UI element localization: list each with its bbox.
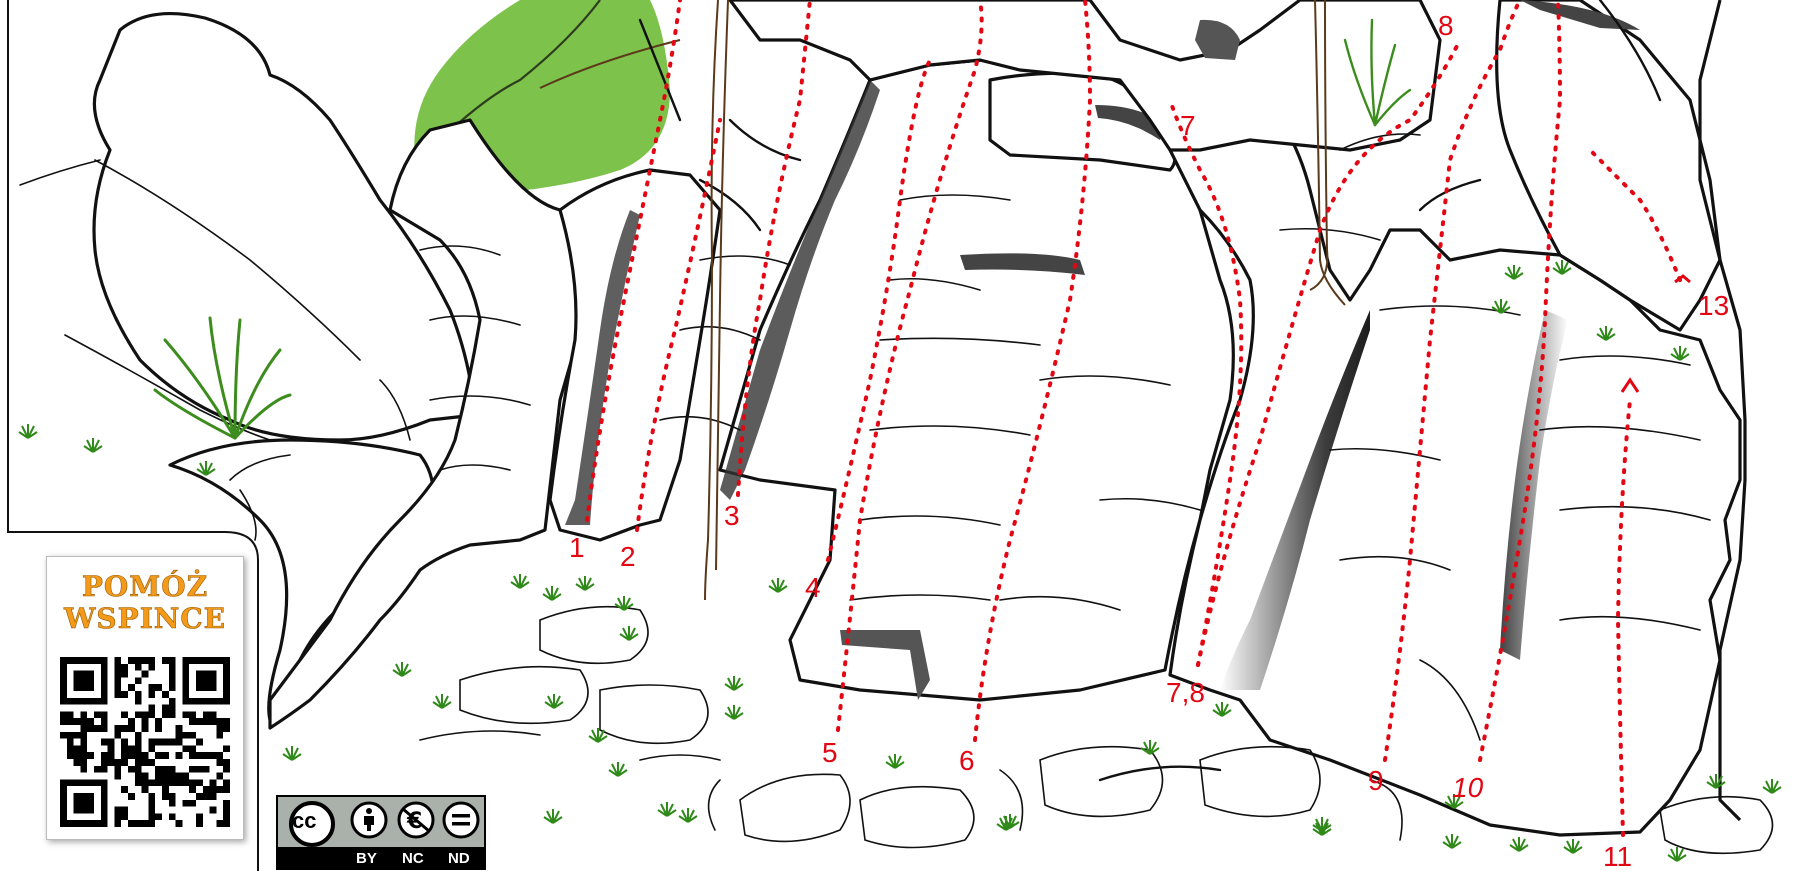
- route-label-7: 7: [1180, 110, 1196, 141]
- route-label-6: 6: [959, 745, 975, 776]
- qr-panel-title: POMÓŻ WSPINCE: [47, 571, 243, 635]
- qr-title-line-1: POMÓŻ: [47, 571, 243, 603]
- grass-sprig: [1707, 774, 1725, 788]
- cc-label-nd: ND: [448, 850, 470, 867]
- route-label-2: 2: [620, 541, 636, 572]
- overhang-shadow: [1195, 20, 1240, 60]
- grass-sprig: [511, 574, 529, 588]
- cc-label-bar: BY NC ND: [278, 847, 484, 868]
- grass-sprig: [433, 694, 451, 708]
- grass-sprig: [283, 746, 301, 760]
- grass-sprig: [393, 662, 411, 676]
- cc-license-badge[interactable]: € cc BY NC ND: [276, 795, 486, 870]
- route-label-3: 3: [724, 500, 740, 531]
- qr-panel[interactable]: POMÓŻ WSPINCE: [46, 556, 244, 840]
- cc-label-nc: NC: [402, 850, 424, 867]
- route-label-8: 8: [1438, 10, 1454, 41]
- route-label-9: 9: [1368, 765, 1384, 796]
- grass-sprig: [1213, 702, 1231, 716]
- grass-sprig: [609, 762, 627, 776]
- qr-code[interactable]: [60, 657, 230, 827]
- grass-sprig: [658, 802, 676, 816]
- qr-title-line-2: WSPINCE: [47, 603, 243, 635]
- grass-sprig: [589, 728, 607, 742]
- grass-sprig: [1510, 837, 1528, 851]
- grass-sprig: [1141, 740, 1159, 754]
- grass-sprig: [84, 438, 102, 452]
- cc-logo-text: cc: [292, 808, 316, 834]
- route-label-5: 5: [822, 737, 838, 768]
- grass-sprig: [620, 626, 638, 640]
- grass-sprig: [19, 424, 37, 438]
- grass-sprig: [1763, 779, 1781, 793]
- grass-sprig: [544, 809, 562, 823]
- route-label-10: 10: [1452, 772, 1484, 803]
- route-label-11: 11: [1603, 841, 1632, 871]
- grass-sprig: [576, 576, 594, 590]
- grass-sprig: [1668, 847, 1686, 861]
- grass-sprig: [725, 705, 743, 719]
- grass-sprig: [1443, 834, 1461, 848]
- cc-label-by: BY: [356, 850, 377, 867]
- grass-sprig: [725, 676, 743, 690]
- crack: [20, 160, 100, 185]
- route-label-7-8: 7,8: [1166, 677, 1205, 708]
- grass-sprig: [1564, 839, 1582, 853]
- grass-sprig: [886, 754, 904, 768]
- route-label-13: 13: [1698, 290, 1729, 321]
- grass-sprig: [679, 808, 697, 822]
- grass-sprig: [543, 586, 561, 600]
- noderivatives-icon: [444, 803, 478, 837]
- grass-sprig: [769, 578, 787, 592]
- route-label-4: 4: [805, 572, 821, 603]
- route-label-1: 1: [569, 532, 585, 563]
- grass-sprig: [545, 694, 563, 708]
